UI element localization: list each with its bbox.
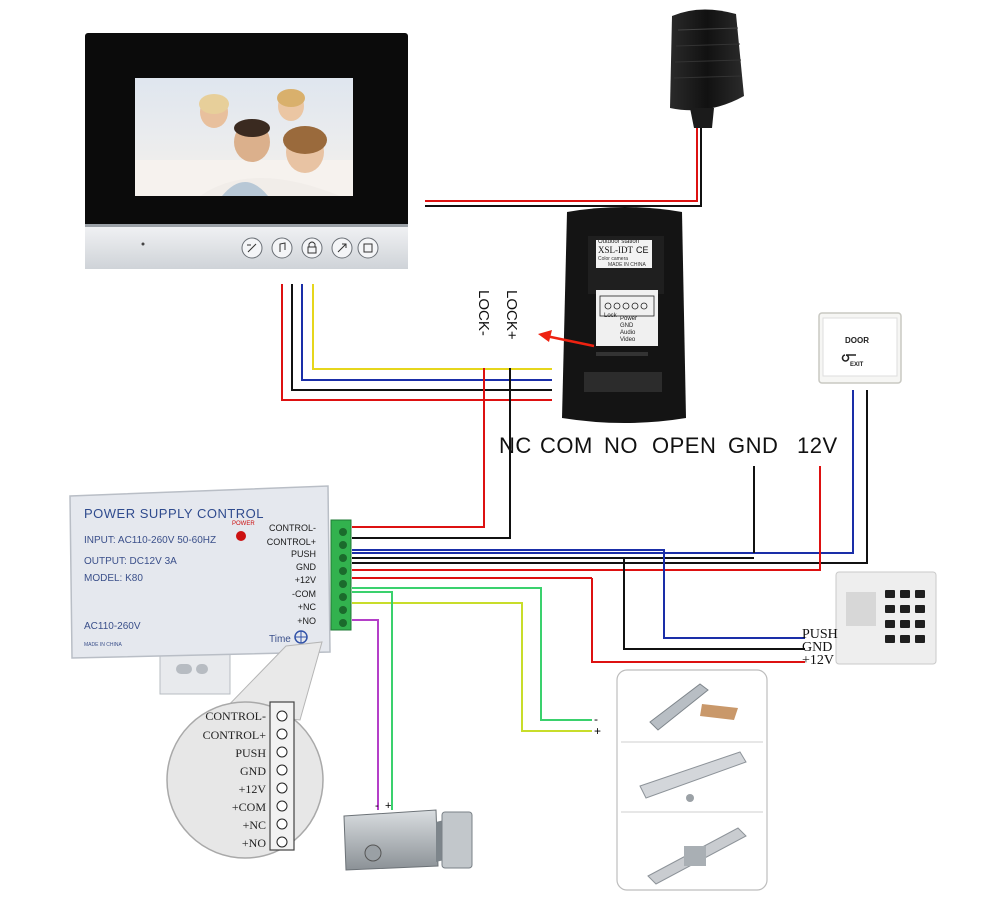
outdoor-pin-audio: Audio [620, 330, 636, 336]
outdoor-pin-power: Power [620, 316, 638, 322]
gnd-bus [352, 466, 755, 559]
psu-box [69, 485, 352, 695]
keypad-gnd-wire [623, 558, 805, 650]
top-label-gnd: GND [728, 433, 779, 458]
psu-terminal-gnd: GND [296, 562, 316, 572]
exit-button [818, 312, 902, 384]
psu-terminal-push: PUSH [290, 549, 316, 559]
wires [281, 128, 868, 810]
lock-plus-label: LOCK+ [503, 290, 520, 340]
keypad-push-wire [352, 549, 805, 639]
lock-wire-green [352, 591, 393, 810]
bolt-minus-label: - [594, 712, 598, 726]
psu-power-label: POWER [232, 521, 255, 527]
psu-title: POWER SUPPLY CONTROL [84, 506, 264, 521]
monitor-wire-blue [301, 284, 552, 381]
psu-terminal-nc: +NC [297, 602, 316, 612]
outdoor-title: Outdoor station [598, 239, 640, 245]
lock-minus-polarity: - [375, 800, 379, 812]
magnetic-lock [649, 683, 709, 731]
lock-pointer-arrow [545, 334, 595, 348]
keypad-label-gnd: GND [802, 640, 833, 655]
lock-plus-polarity: + [385, 800, 392, 812]
outdoor-model: XSL-IDT [598, 245, 633, 255]
zoom-terminal-nc: +NC [242, 818, 266, 832]
psu-terminal-com: -COM [292, 589, 316, 599]
outdoor-made: MADE IN CHINA [608, 262, 646, 268]
lock-icon-btn [301, 237, 323, 259]
music-icon-btn [271, 237, 293, 259]
terminal-zoom [166, 641, 324, 859]
zoom-terminal-com: +COM [231, 800, 266, 814]
electric-bolt [639, 751, 747, 799]
monitor-wire-yellow [312, 284, 552, 370]
v12-bus [352, 466, 821, 571]
top-label-com: COM [540, 433, 593, 458]
outdoor-pin-lock: Lock [604, 313, 617, 319]
lock-minus-wire [352, 368, 485, 528]
psu-terminal-no: +NO [297, 616, 316, 626]
psu-made: MADE IN CHINA [84, 642, 122, 648]
zoom-terminal-control-minus: CONTROL- [205, 709, 266, 723]
bolt-minus-wire [352, 587, 592, 721]
outdoor-station [538, 207, 686, 423]
psu-model: MODEL: K80 [84, 573, 143, 584]
lock-options-panel [616, 669, 768, 891]
exit-wire-blue [352, 390, 854, 554]
zoom-terminal-gnd: GND [240, 764, 266, 778]
monitor-wire-black [291, 284, 552, 391]
psu-terminal-control-plus: CONTROL+ [266, 537, 316, 547]
mortise-lock [343, 809, 473, 871]
monitor-icon-btn [357, 237, 379, 259]
outdoor-sub: Color camera [598, 256, 629, 262]
outdoor-pin-video: Video [620, 337, 636, 343]
adapter-wire-red [425, 128, 698, 202]
keypad-label-push: PUSH [802, 627, 838, 642]
lock-wire-purple [352, 619, 379, 810]
zoom-terminal-12v: +12V [238, 782, 266, 796]
psu-input: INPUT: AC110-260V 50-60HZ [84, 535, 217, 546]
indoor-monitor [85, 33, 408, 269]
power-adapter [670, 9, 744, 128]
bolt-plus-wire [352, 602, 592, 732]
top-label-open: OPEN [652, 433, 717, 458]
top-label-nc: NC [499, 433, 532, 458]
psu-terminal-control-minus: CONTROL- [269, 523, 316, 533]
psu-output: OUTPUT: DC12V 3A [84, 556, 177, 567]
psu-time-label: Time [269, 634, 291, 645]
adapter-wire-black [425, 128, 702, 207]
exit-top-text: DOOR [845, 336, 869, 345]
psu-terminal-12v: +12V [294, 575, 316, 585]
lock-plus-wire [352, 368, 511, 539]
keypad-label-12v: +12V [802, 653, 835, 668]
lock-minus-label: LOCK- [475, 290, 492, 336]
top-label-no: NO [604, 433, 638, 458]
zoom-terminal-control-plus: CONTROL+ [202, 728, 266, 742]
zoom-terminal-push: PUSH [235, 746, 266, 760]
top-label-12v: 12V [797, 433, 838, 458]
bolt-plus-label: + [594, 724, 602, 738]
zoom-terminal-no: +NO [241, 836, 266, 850]
exit-wire-black [352, 390, 868, 564]
exit-bottom-text: EXIT [850, 362, 864, 368]
monitor-buttons [241, 237, 379, 259]
access-keypad [835, 571, 937, 665]
monitor-wire-red [281, 284, 552, 401]
keypad-12v-wire [591, 578, 805, 663]
outdoor-ce: CE [636, 245, 649, 255]
outdoor-pin-gnd: GND [620, 323, 634, 329]
psu-ac: AC110-260V [84, 621, 141, 632]
